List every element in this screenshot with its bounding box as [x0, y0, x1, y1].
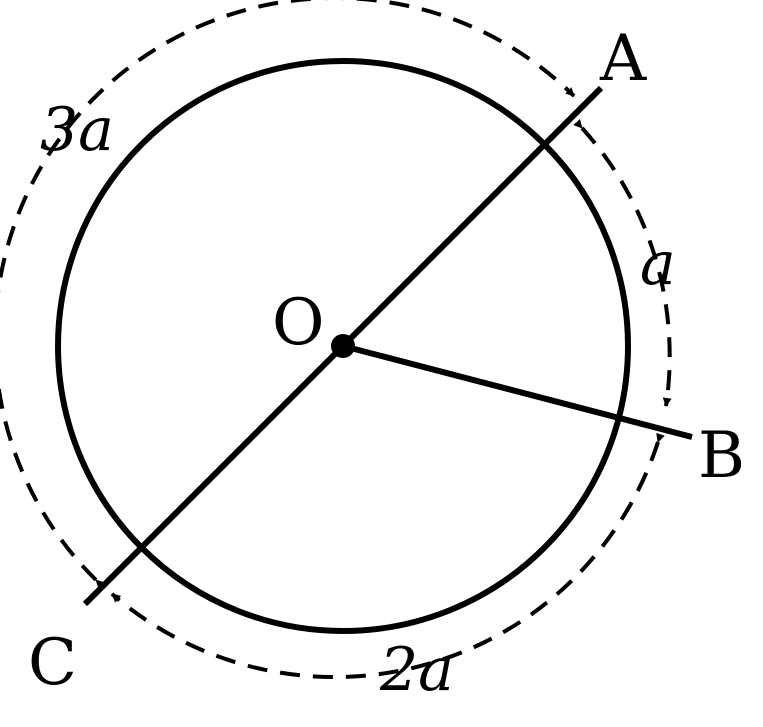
line-ob: [342, 343, 693, 440]
label-arc-ab: a: [640, 229, 676, 299]
label-a: A: [599, 22, 647, 96]
label-c: C: [28, 626, 77, 700]
arc-bc: [110, 432, 665, 680]
arc-ca: [0, 0, 576, 589]
label-b: B: [698, 419, 745, 493]
label-arc-ca: 3a: [40, 95, 114, 165]
center-point: [331, 334, 355, 358]
label-center: O: [272, 286, 324, 360]
label-arc-bc: 2a: [379, 635, 454, 705]
arc-ab: [573, 118, 672, 407]
